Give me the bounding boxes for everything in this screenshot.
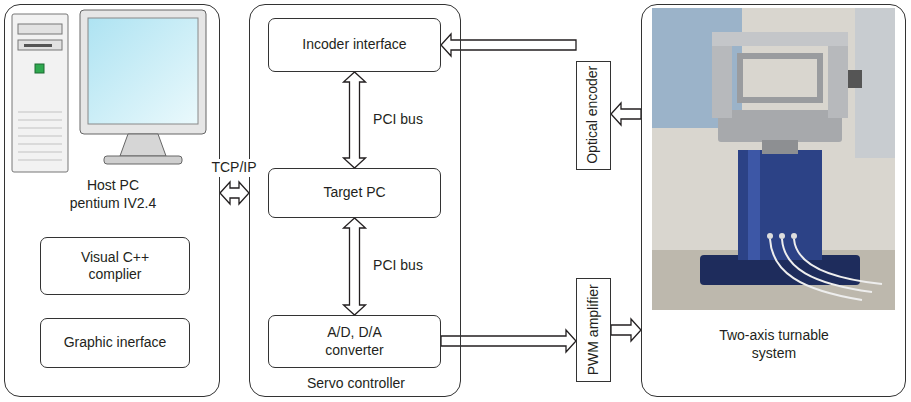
node-text: Visual C++ complier	[70, 249, 160, 284]
hollow-arrow	[220, 182, 249, 204]
process-box: A/D, D/A converter	[268, 315, 441, 368]
node-text: Host PC pentium IV2.4	[63, 177, 163, 212]
node-text: Incoder interface	[302, 36, 406, 54]
edge-label: PCI bus	[371, 257, 425, 275]
process-box: Target PC	[268, 168, 441, 218]
hollow-arrow	[344, 72, 366, 168]
process-box: Incoder interface	[268, 18, 441, 72]
amplifier-box: PWM amplifier	[576, 278, 611, 382]
node-text: Graphic inerface	[64, 334, 167, 352]
node-text: A/D, D/A converter	[315, 324, 395, 359]
host-pc-panel: Host PC pentium IV2.4Visual C++ complier…	[4, 4, 220, 397]
software-box: Graphic inerface	[40, 318, 190, 368]
hollow-arrow	[441, 330, 576, 352]
node-text: PWM amplifier	[585, 284, 603, 375]
computer-monitor	[80, 10, 206, 164]
hollow-arrow	[441, 34, 576, 56]
sensor-box: Optical encoder	[576, 61, 611, 170]
turntable-panel: Two-axis turnable system	[641, 4, 906, 397]
computer-tower	[12, 14, 68, 172]
node-text: Target PC	[323, 184, 385, 202]
node-text: Optical encoder	[585, 66, 603, 164]
node-text: Servo controller	[256, 375, 456, 393]
hollow-arrow	[611, 319, 641, 341]
edge-label: TCP/IP	[209, 159, 258, 177]
hollow-arrow	[344, 218, 366, 315]
software-box: Visual C++ complier	[40, 237, 190, 295]
turntable-photo	[652, 8, 895, 310]
edge-label: PCI bus	[371, 111, 425, 129]
servo-controller-panel: Servo controller Incoder interfaceTarget …	[249, 4, 461, 397]
node-text: Two-axis turnable system	[699, 327, 849, 362]
hollow-arrow	[611, 103, 641, 125]
